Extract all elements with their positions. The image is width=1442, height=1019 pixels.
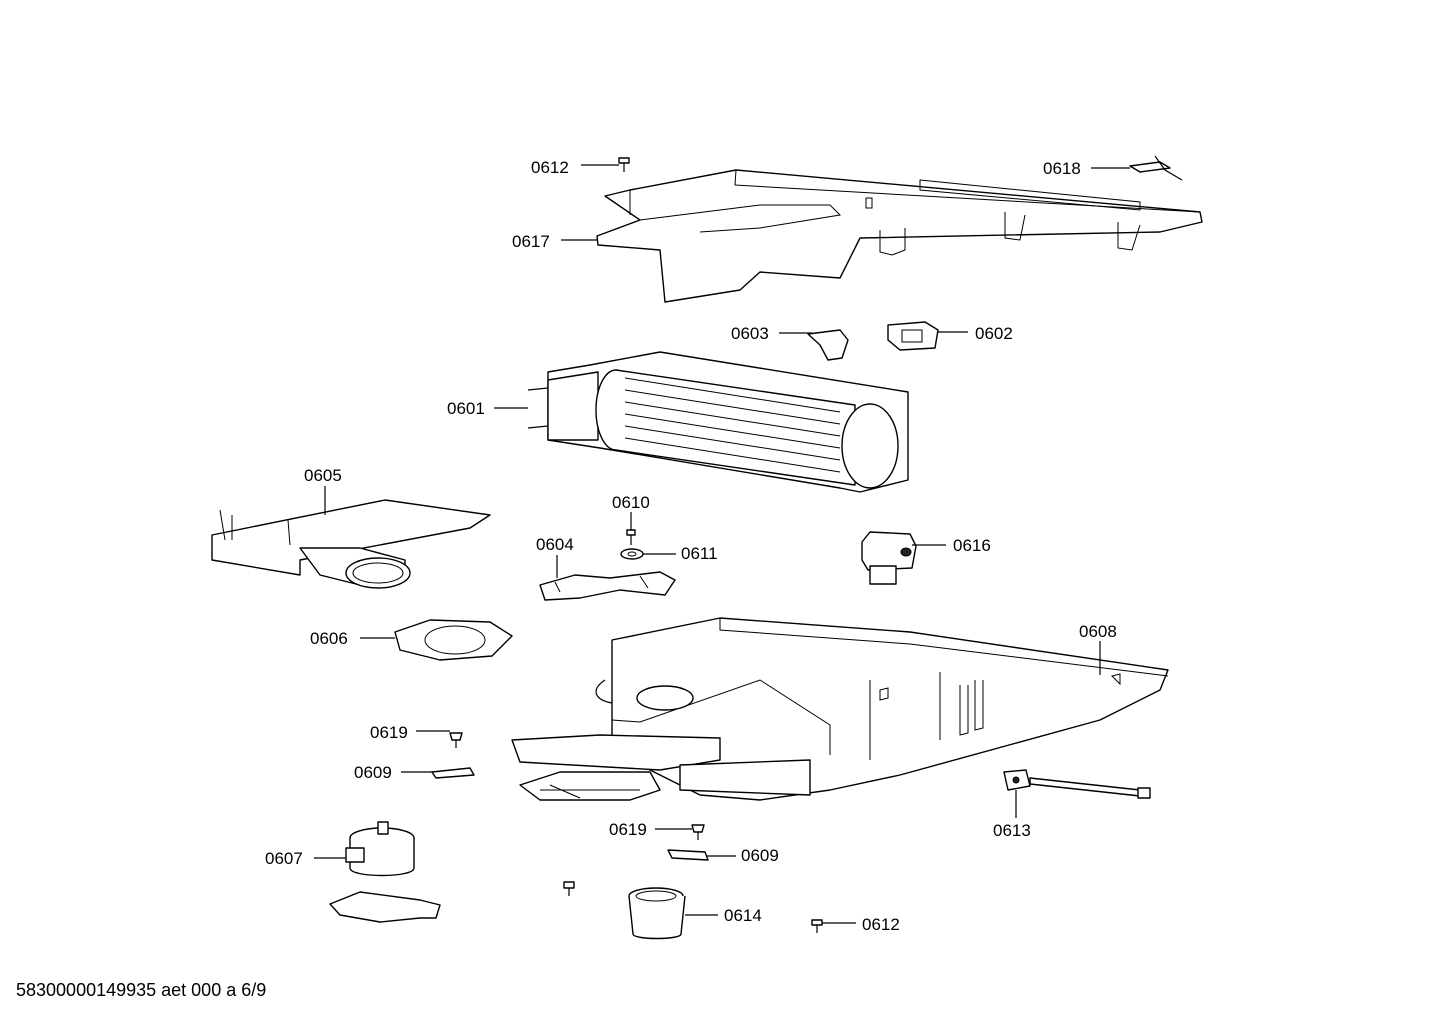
callout-0613: 0613: [993, 821, 1031, 840]
part-0606-oval-lid: [394, 619, 513, 661]
leader-lines: [314, 164, 1130, 924]
callout-0604: 0604: [536, 535, 574, 554]
part-0601-fan-assembly: [527, 351, 909, 493]
part-0607-motor: [329, 821, 441, 923]
callout-0603: 0603: [731, 324, 769, 343]
callout-0601: 0601: [447, 399, 485, 418]
part-loose-screw: [563, 881, 575, 896]
callout-0606: 0606: [310, 629, 348, 648]
callout-0612-bottom: 0612: [862, 915, 900, 934]
part-0604-bracket: [539, 571, 676, 601]
part-0608-base-tray: [511, 617, 1169, 801]
part-0617-top-cover: [596, 169, 1203, 303]
part-0603-clip: [807, 329, 849, 361]
part-0605-duct-tray: [211, 499, 491, 589]
callout-0610: 0610: [612, 493, 650, 512]
callout-0602: 0602: [975, 324, 1013, 343]
document-id-footer: 58300000149935 aet 000 a 6/9: [16, 980, 267, 1000]
part-0609-clip-a: [431, 767, 475, 779]
callout-0619-b: 0619: [609, 820, 647, 839]
callout-labels: 0612 0618 0617 0603 0602 0601 0605 0610 …: [265, 158, 1117, 934]
part-0612-screw-top: [618, 157, 630, 172]
part-0611-washer: [620, 548, 644, 560]
callout-0616: 0616: [953, 536, 991, 555]
part-0610-screw: [626, 529, 636, 545]
callout-0619-a: 0619: [370, 723, 408, 742]
callout-0614: 0614: [724, 906, 762, 925]
callout-0612-top: 0612: [531, 158, 569, 177]
part-0613-heater: [1003, 769, 1151, 799]
callout-0617: 0617: [512, 232, 550, 251]
part-0612-screw-bottom: [811, 919, 823, 933]
callout-0608: 0608: [1079, 622, 1117, 641]
part-0619-screw-a: [449, 732, 463, 748]
part-0619-screw-b: [691, 824, 705, 840]
part-0614-cup: [628, 887, 686, 940]
callout-0609-b: 0609: [741, 846, 779, 865]
callout-0618: 0618: [1043, 159, 1081, 178]
callout-0605: 0605: [304, 466, 342, 485]
callout-0607: 0607: [265, 849, 303, 868]
callout-0611: 0611: [681, 544, 718, 563]
part-0618-sensor: [1129, 155, 1183, 181]
part-0602-connector: [887, 321, 939, 351]
callout-0609-a: 0609: [354, 763, 392, 782]
part-0609-clip-b: [667, 849, 709, 861]
part-0616-pump: [861, 531, 917, 585]
